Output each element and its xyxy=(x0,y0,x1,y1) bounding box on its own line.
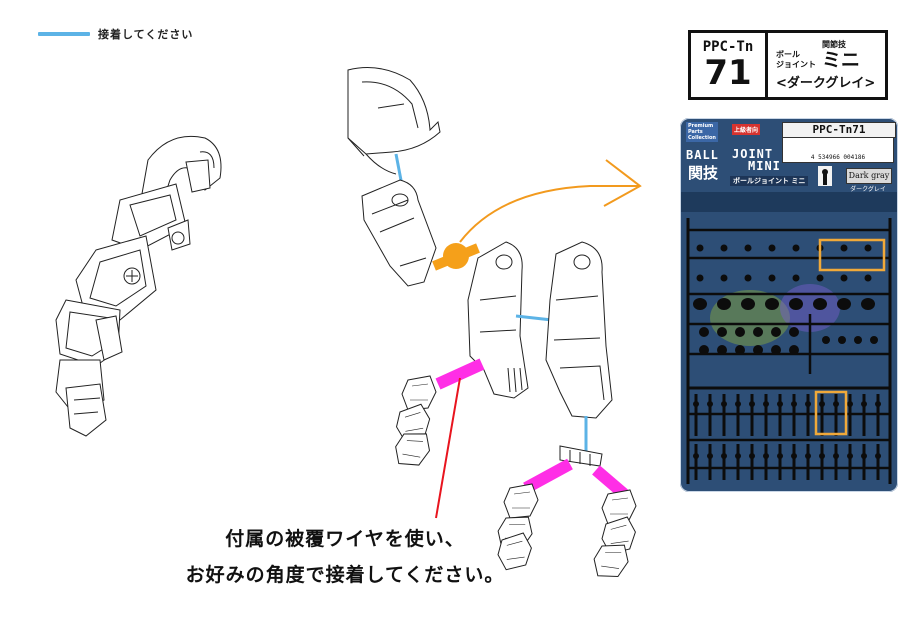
product-title-top: 関節技 xyxy=(822,39,846,49)
package-title: PPC-Tn71 xyxy=(782,122,896,138)
product-label: PPC-Tn 71 関節技 ボール ジョイント ミニ <ダークグレイ> xyxy=(688,30,888,100)
caption-line-1: 付属の被覆ワイヤを使い、 xyxy=(225,528,465,550)
product-number: 71 xyxy=(704,53,752,93)
covered-wire xyxy=(435,358,628,499)
package-logo-joint-1: JOINT xyxy=(732,147,774,161)
legend-label: 接着してください xyxy=(98,28,194,41)
hood-part-illustration xyxy=(347,67,441,175)
forearm-part-illustration xyxy=(467,241,529,399)
ball-joint-wire xyxy=(432,243,480,271)
product-title-box: 関節技 ボール ジョイント ミニ <ダークグレイ> xyxy=(768,33,885,97)
package-logo-joint-2: MINI xyxy=(748,159,781,173)
glue-line-middle xyxy=(515,314,553,322)
package-logo-joint: JOINT MINI xyxy=(732,148,781,172)
assembled-arm-illustration xyxy=(55,135,222,437)
hand-segments-right-illustration xyxy=(591,489,639,581)
arrow-to-package xyxy=(459,159,642,243)
product-title-sub-2: ジョイント xyxy=(776,59,816,69)
ball-joint-icon xyxy=(818,166,832,186)
package-logo-ball: BALL xyxy=(686,148,719,162)
product-package-photo: Premium Parts Collection 上級者向 PPC-Tn71 4… xyxy=(680,118,898,492)
package-brand: Premium Parts Collection xyxy=(686,122,718,142)
package-tag: 上級者向 xyxy=(732,124,761,135)
legend: 接着してください xyxy=(38,26,193,42)
forearm-part-right-illustration xyxy=(545,241,613,419)
product-title-sub: ボール ジョイント xyxy=(776,50,822,70)
hand-segments-left-illustration xyxy=(392,375,437,469)
pointer-line xyxy=(435,377,461,519)
product-title-big: ミニ xyxy=(822,48,861,71)
caption-line-2: お好みの角度で接着してください。 xyxy=(185,564,505,586)
package-color-jp: ダークグレイ xyxy=(850,186,886,193)
product-color-name: <ダークグレイ> xyxy=(776,75,876,91)
package-barcode: 4 534966 004186 xyxy=(782,137,894,163)
package-name: ボールジョイント ミニ xyxy=(730,176,809,186)
product-code-box: PPC-Tn 71 xyxy=(691,33,768,97)
sprue-runners xyxy=(680,118,898,492)
package-kanji: 関技 xyxy=(688,164,719,182)
upper-link-part-illustration xyxy=(361,179,437,287)
product-title-sub-1: ボール xyxy=(776,49,800,59)
product-code: PPC-Tn xyxy=(702,39,754,55)
package-color-en: Dark gray xyxy=(846,168,892,184)
legend-glue-line xyxy=(38,32,90,36)
